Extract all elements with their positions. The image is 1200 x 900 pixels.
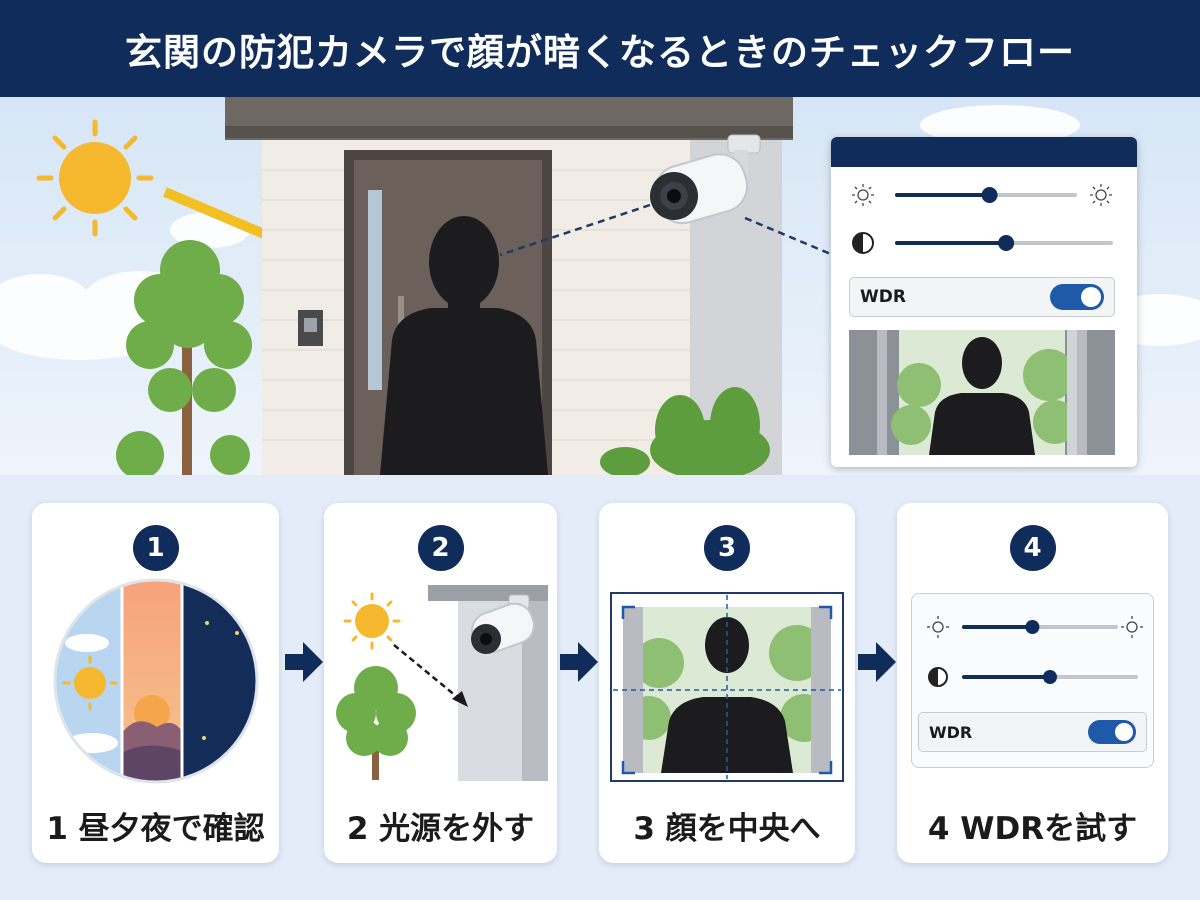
brightness-slider[interactable] (981, 187, 998, 203)
contrast-icon (928, 667, 948, 687)
camera-settings-panel: WDR (831, 137, 1137, 467)
brightness-slider[interactable] (1025, 620, 1040, 634)
step-number-badge: 3 (704, 525, 750, 571)
contrast-icon (852, 232, 874, 254)
day-dusk-night-icon (53, 578, 259, 784)
panel-sliders (852, 184, 1113, 254)
step-card-2: 2 2 光源を外す (324, 503, 557, 863)
page-title: 玄関の防犯カメラで顔が暗くなるときのチェックフロー (125, 30, 1075, 74)
wdr-toggle-knob (1115, 723, 1133, 741)
wdr-row: WDR (918, 712, 1147, 752)
wdr-toggle[interactable] (1088, 720, 1136, 744)
right-arrow-icon (858, 642, 896, 682)
center-face-icon (610, 592, 844, 782)
brightness-low-icon (927, 616, 949, 638)
right-arrow-icon (560, 642, 598, 682)
wdr-label: WDR (860, 287, 906, 307)
step-card-3: 3 3 顔を中央へ (599, 503, 855, 863)
contrast-slider[interactable] (998, 235, 1015, 251)
panel-header (831, 137, 1137, 167)
mini-camera (471, 594, 535, 654)
camera-view-line (499, 203, 651, 257)
mini-settings-panel: WDR (911, 593, 1154, 768)
step-label: 2 光源を外す (346, 811, 535, 847)
wdr-row: WDR (849, 277, 1115, 317)
step-number-badge: 2 (417, 525, 464, 571)
panel-link-line (744, 216, 834, 257)
step-label: 1 昼夕夜で確認 (46, 811, 265, 847)
brightness-high-icon (1121, 616, 1143, 638)
title-banner: 玄関の防犯カメラで顔が暗くなるときのチェックフロー (0, 0, 1200, 97)
right-arrow-icon (285, 642, 323, 682)
wdr-toggle-knob (1081, 287, 1101, 307)
mini-panel-sliders (927, 616, 1143, 687)
panel-preview-image (849, 330, 1115, 455)
wdr-label: WDR (929, 722, 973, 742)
brightness-high-icon (1090, 184, 1112, 206)
bush (600, 387, 770, 475)
step-label: 3 顔を中央へ (633, 811, 821, 847)
step-number-badge: 4 (1009, 525, 1056, 571)
step-label: 4 WDRを試す (927, 811, 1138, 847)
security-camera-icon (650, 134, 761, 225)
wdr-toggle[interactable] (1050, 284, 1104, 310)
tree-left (116, 240, 252, 475)
step-number-badge: 1 (132, 525, 179, 571)
light-source-icon (336, 585, 548, 781)
person-silhouette (380, 216, 548, 475)
step-card-1: 1 1 昼夕夜で確認 (32, 503, 279, 863)
brightness-low-icon (852, 184, 874, 206)
step-card-4: 4 WDR (897, 503, 1168, 863)
contrast-slider[interactable] (1043, 670, 1057, 684)
sun-icon (36, 119, 154, 237)
